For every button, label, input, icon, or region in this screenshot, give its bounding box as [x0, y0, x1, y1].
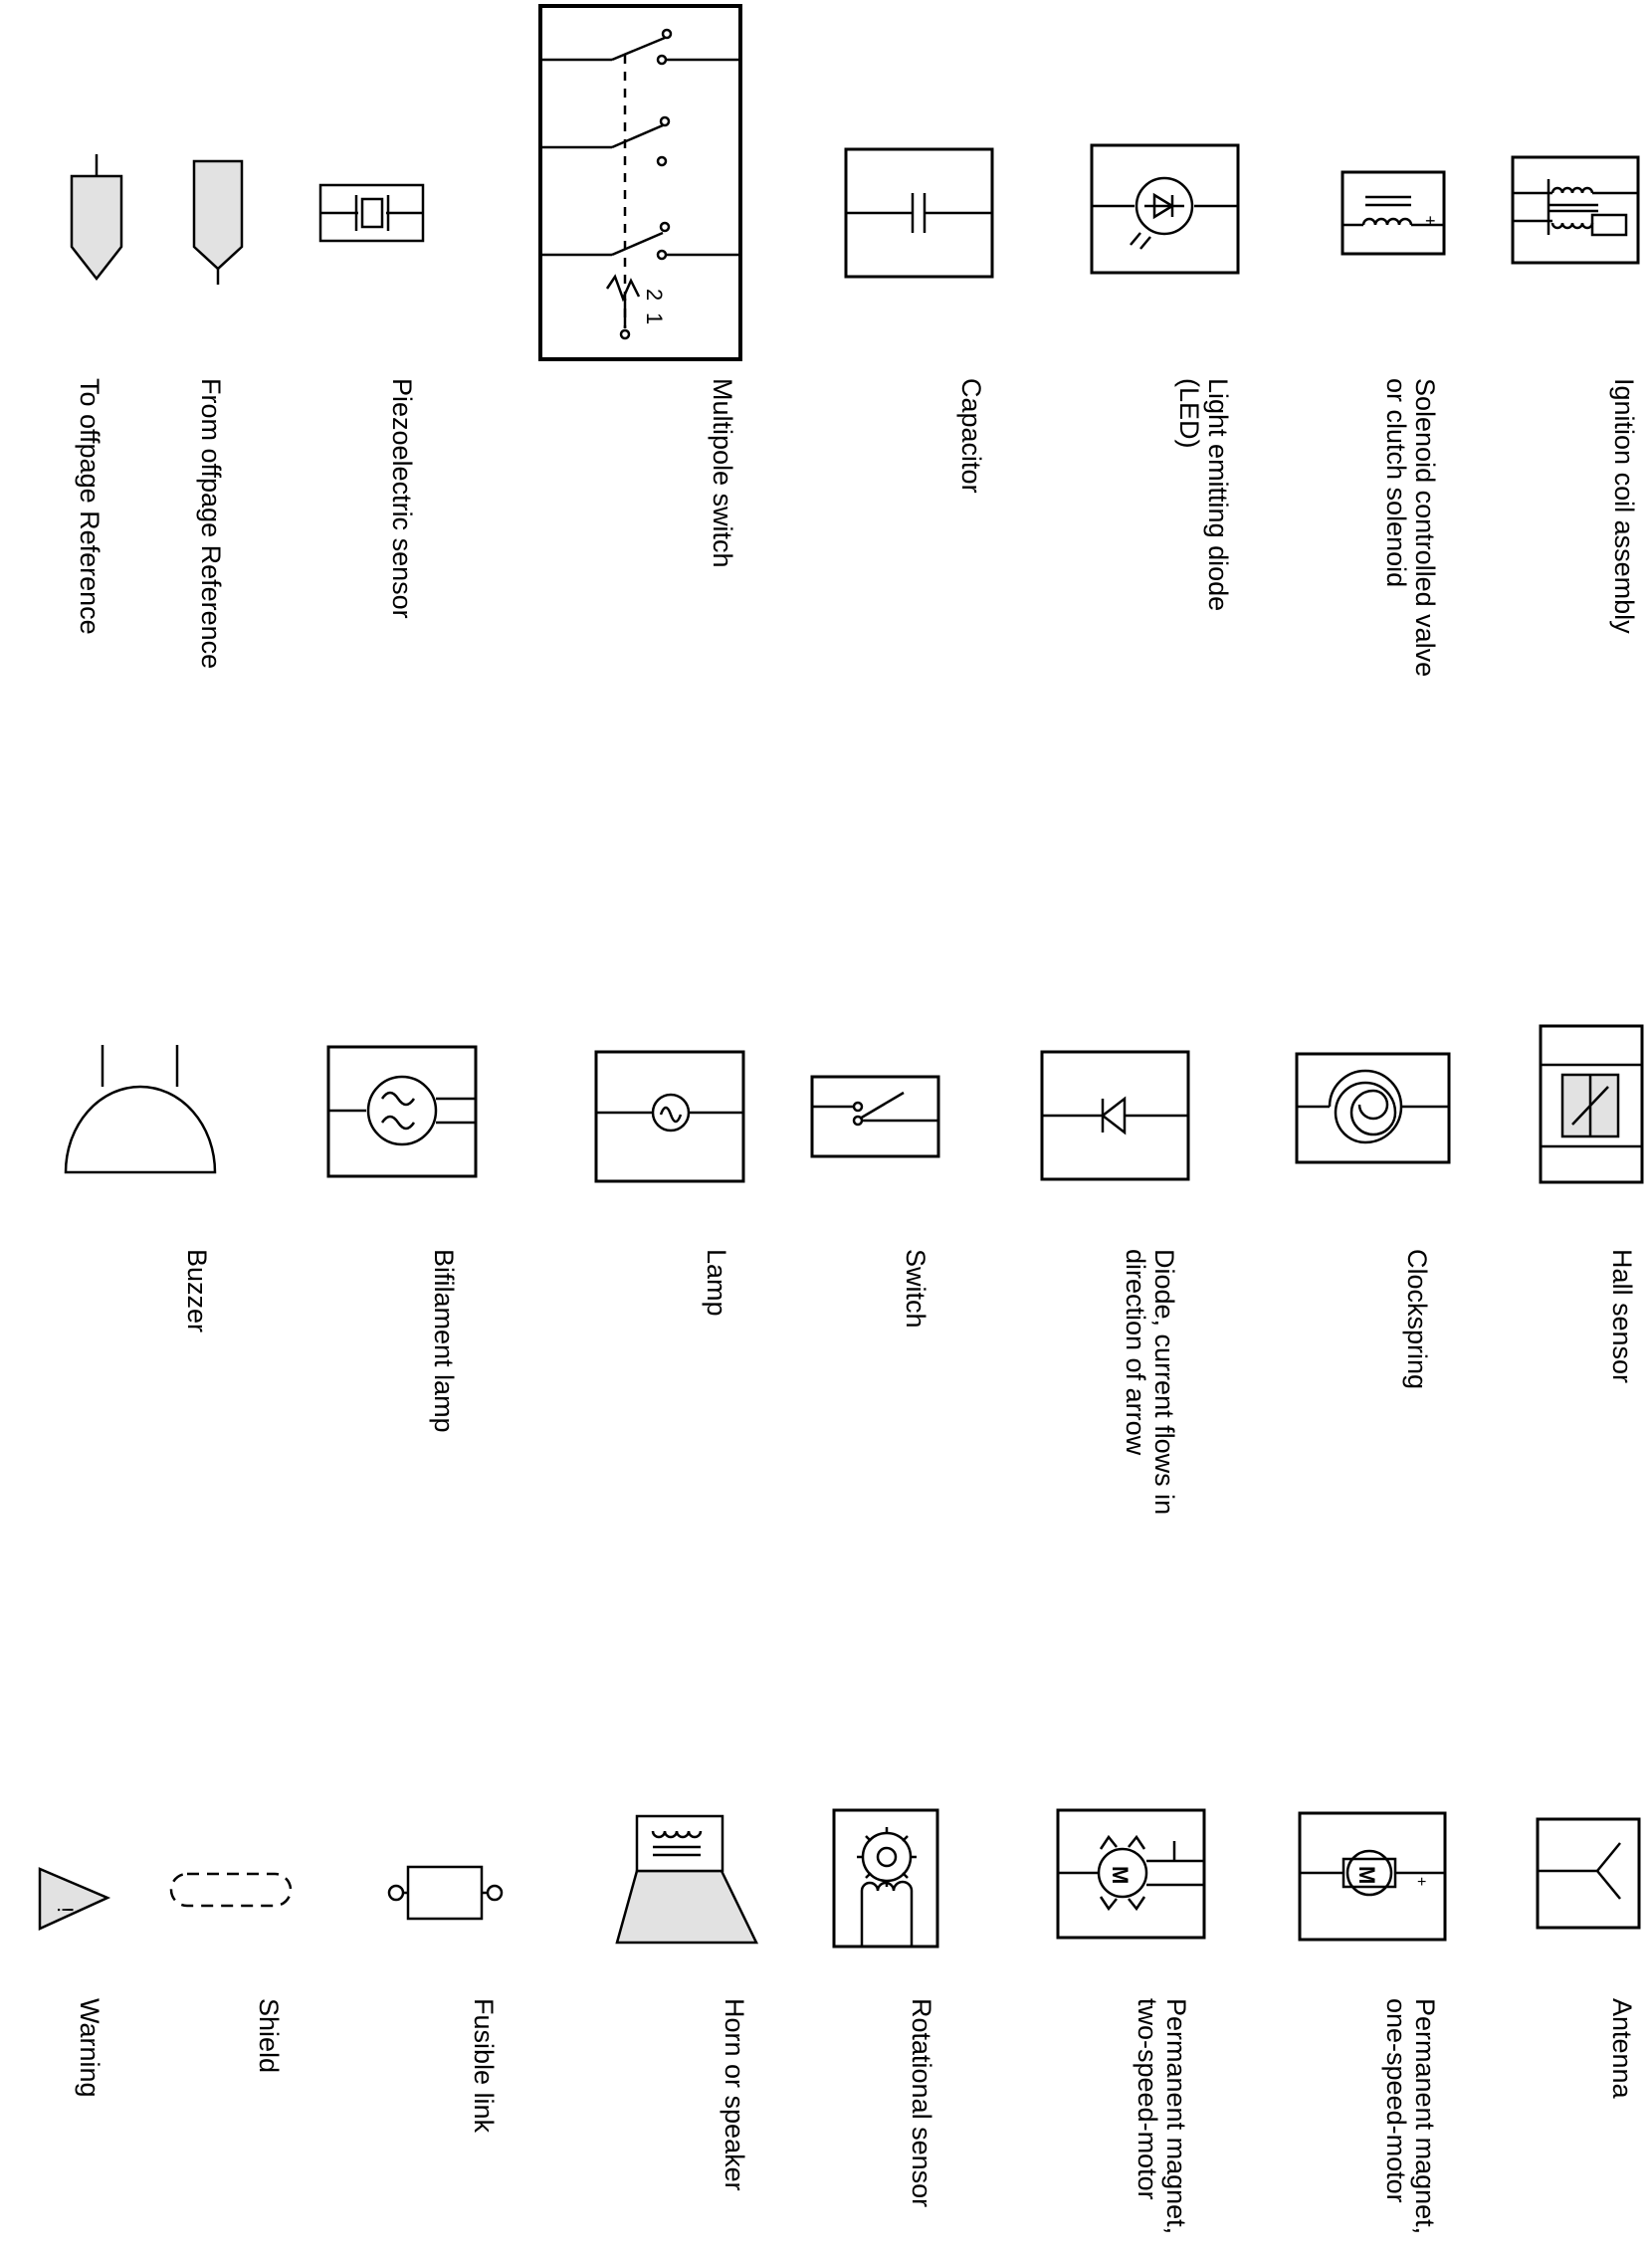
hall-sensor-symbol	[1539, 1024, 1644, 1184]
multipole-switch-position-2: 2	[642, 289, 667, 301]
pm-one-speed-motor-plus: +	[1417, 1874, 1426, 1891]
rotational-sensor-symbol	[832, 1808, 939, 1949]
fusible-link-symbol	[387, 1865, 504, 1921]
label-ignition-coil-assembly: Ignition coil assembly	[1609, 378, 1639, 634]
lamp-symbol	[594, 1050, 745, 1183]
antenna-symbol	[1536, 1817, 1641, 1930]
bifilament-lamp-symbol	[326, 1045, 478, 1178]
label-from-offpage-reference: From offpage Reference	[196, 378, 226, 670]
label-bifilament-lamp: Bifilament lamp	[429, 1249, 459, 1433]
label-hall-sensor: Hall sensor	[1607, 1249, 1637, 1384]
label-warning: Warning	[75, 1998, 104, 2098]
pm-one-speed-motor-letter: M	[1354, 1866, 1379, 1884]
shield-symbol	[169, 1872, 293, 1908]
label-pm-one-speed-motor: Permanent magnet,one-speed-motor	[1381, 1998, 1440, 2235]
label-rotational-sensor: Rotational sensor	[907, 1998, 936, 2208]
label-clockspring: Clockspring	[1402, 1249, 1432, 1390]
diode-symbol	[1040, 1050, 1190, 1181]
pm-two-speed-motor-symbol: M	[1056, 1808, 1206, 1940]
label-antenna: Antenna	[1607, 1998, 1637, 2099]
label-horn-or-speaker: Horn or speaker	[720, 1998, 749, 2191]
label-capacitor: Capacitor	[956, 378, 986, 494]
multipole-switch-symbol: 2 1	[538, 4, 742, 361]
pm-one-speed-motor-symbol: M +	[1298, 1811, 1447, 1942]
piezoelectric-sensor-symbol	[318, 183, 425, 243]
label-shield: Shield	[254, 1998, 284, 2074]
label-switch: Switch	[901, 1249, 930, 1329]
warning-symbol: !	[38, 1867, 111, 1931]
label-to-offpage-reference: To offpage Reference	[75, 378, 104, 635]
multipole-switch-position-1: 1	[642, 312, 667, 324]
warning-mark: !	[53, 1907, 78, 1913]
pm-two-speed-motor-letter: M	[1108, 1866, 1133, 1884]
label-multipole-switch: Multipole switch	[708, 378, 737, 568]
to-offpage-reference-symbol	[70, 154, 123, 282]
solenoid-valve-symbol: +	[1341, 170, 1446, 256]
clockspring-symbol	[1295, 1052, 1451, 1164]
from-offpage-reference-symbol	[192, 159, 244, 285]
label-lamp: Lamp	[702, 1249, 731, 1317]
label-led: Light emitting diode(LED)	[1174, 378, 1233, 612]
solenoid-plus-mark: +	[1425, 211, 1436, 231]
ignition-coil-assembly-symbol	[1511, 155, 1640, 265]
switch-symbol	[810, 1075, 940, 1158]
buzzer-symbol	[64, 1045, 217, 1174]
label-fusible-link: Fusible link	[469, 1998, 499, 2134]
label-buzzer: Buzzer	[182, 1249, 212, 1334]
capacitor-symbol	[844, 147, 994, 279]
horn-symbol	[615, 1814, 758, 1945]
led-symbol	[1090, 143, 1240, 275]
label-piezoelectric-sensor: Piezoelectric sensor	[387, 378, 417, 619]
label-pm-two-speed-motor: Permanent magnet,two-speed-motor	[1133, 1998, 1191, 2235]
